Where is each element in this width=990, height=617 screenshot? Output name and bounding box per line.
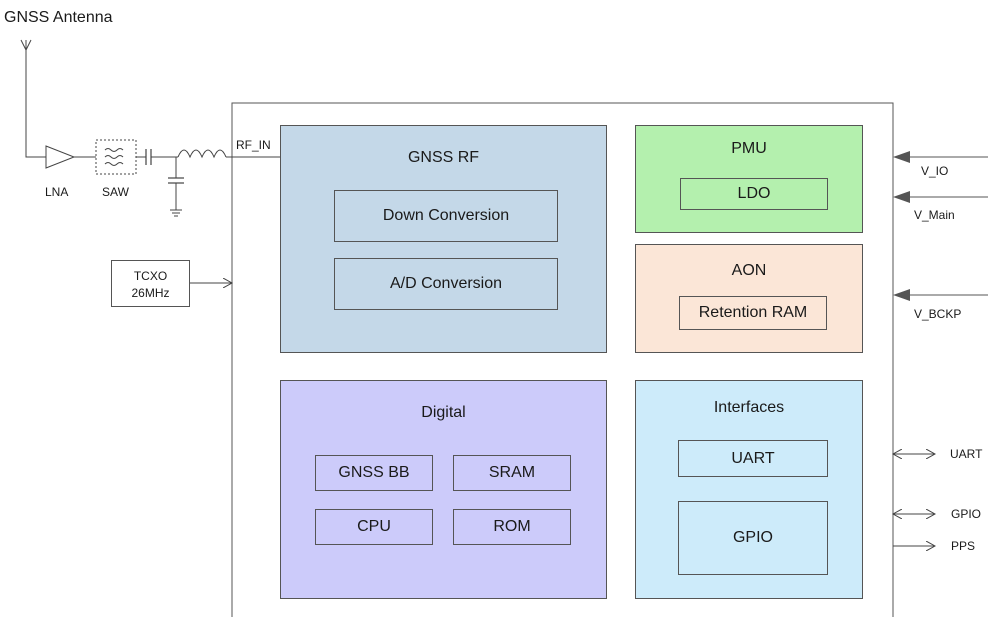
v-io-label: V_IO [921,164,949,178]
digital-title: Digital [421,404,466,421]
lna-label: LNA [45,185,69,199]
retention-ram-block: Retention RAM [679,296,827,330]
v-main-label: V_Main [914,208,955,222]
aon-title: AON [731,262,767,279]
v-bckp-label: V_BCKP [914,307,962,321]
pps-pin-label: PPS [951,539,976,553]
capacitor-icon [145,149,152,165]
pmu-title: PMU [731,140,767,157]
gnss-rf-block: GNSS RF Down Conversion A/D Conversion [280,125,607,353]
interfaces-block: Interfaces UART GPIO [635,380,863,599]
rf-in-label: RF_IN [236,138,271,152]
cpu-block: CPU [315,509,433,545]
antenna-icon [20,39,32,52]
uart-pin-label: UART [950,447,983,461]
tcxo-frequency: 26MHz [131,286,170,300]
inductor-icon [177,149,227,159]
sram-block: SRAM [453,455,571,491]
ldo-block: LDO [680,178,828,210]
uart-block: UART [678,440,828,477]
tcxo-block: TCXO 26MHz [111,260,190,307]
ground-capacitor-icon [168,157,184,210]
digital-block: Digital GNSS BB SRAM CPU ROM [280,380,607,599]
gnss-rf-title: GNSS RF [407,149,480,166]
tcxo-label: TCXO [133,269,168,283]
ad-conversion-block: A/D Conversion [334,258,558,310]
aon-block: AON Retention RAM [635,244,863,353]
gpio-block: GPIO [678,501,828,575]
lna-icon [45,145,76,169]
rom-block: ROM [453,509,571,545]
ground-icon [170,209,182,217]
pmu-block: PMU LDO [635,125,863,233]
gnss-bb-block: GNSS BB [315,455,433,491]
antenna-label: GNSS Antenna [4,9,113,26]
power-arrows [893,151,988,301]
interfaces-title: Interfaces [713,399,785,416]
gpio-pin-label: GPIO [951,507,982,521]
saw-filter-icon [95,139,137,175]
down-conversion-block: Down Conversion [334,190,558,242]
antenna-feed-line [25,50,46,158]
saw-label: SAW [102,185,129,199]
